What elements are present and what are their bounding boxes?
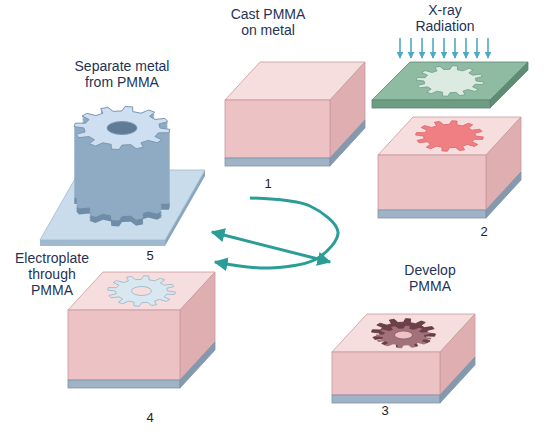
cavity-core bbox=[395, 331, 413, 339]
x-ray-beam bbox=[432, 38, 434, 58]
x-ray-beam bbox=[487, 38, 489, 58]
pmma-block bbox=[378, 117, 521, 218]
plated-gear-hole bbox=[132, 287, 152, 296]
metal-substrate-side bbox=[330, 120, 365, 166]
process-step: X-ray Radiation 2 bbox=[368, 2, 548, 252]
gear-body bbox=[74, 107, 170, 150]
x-ray-beam bbox=[410, 38, 412, 58]
block-side bbox=[490, 62, 528, 108]
metal-substrate bbox=[332, 395, 440, 403]
process-step: Separate metal from PMMA 5 bbox=[28, 54, 212, 268]
x-ray-beam bbox=[399, 38, 401, 58]
mask-gear-window bbox=[416, 66, 484, 97]
x-ray-beam bbox=[443, 38, 445, 58]
metal-substrate bbox=[68, 380, 180, 388]
process-step: Cast PMMA on metal 1 bbox=[215, 4, 375, 198]
pmma-block bbox=[68, 272, 215, 388]
gear-top bbox=[74, 106, 170, 149]
step-number: 5 bbox=[140, 248, 160, 263]
step-caption: X-ray Radiation bbox=[405, 2, 485, 34]
metal-substrate bbox=[378, 210, 486, 218]
block-front bbox=[332, 352, 440, 395]
process-arrow bbox=[215, 198, 338, 268]
x-ray-beam bbox=[465, 38, 467, 58]
block-front bbox=[378, 155, 486, 210]
step-number: 1 bbox=[258, 176, 278, 191]
metal-substrate-side bbox=[440, 357, 475, 403]
exposed-gear bbox=[416, 121, 484, 152]
block-top bbox=[372, 62, 528, 100]
step-caption: Electroplate through PMMA bbox=[8, 250, 96, 298]
block-front bbox=[372, 100, 490, 108]
process-arrow bbox=[212, 232, 330, 262]
block-front bbox=[225, 100, 330, 158]
step-number: 2 bbox=[474, 224, 494, 239]
cavity-floor bbox=[376, 326, 432, 348]
x-ray-mask bbox=[372, 62, 528, 108]
metal-substrate-side bbox=[180, 342, 215, 388]
x-ray-beam bbox=[454, 38, 456, 58]
x-ray-beam bbox=[421, 38, 423, 58]
process-step: Develop PMMA 3 bbox=[330, 260, 480, 425]
base-plate-edge bbox=[40, 240, 165, 246]
step-caption: Cast PMMA on metal bbox=[222, 6, 314, 38]
illustration-group bbox=[40, 38, 528, 403]
pmma-block bbox=[225, 62, 365, 166]
plated-gear bbox=[108, 276, 176, 307]
step-number: 4 bbox=[140, 410, 160, 425]
developed-cavity bbox=[372, 319, 436, 348]
step-caption: Separate metal from PMMA bbox=[67, 58, 177, 90]
x-ray-beam bbox=[476, 38, 478, 58]
metal-substrate bbox=[225, 158, 330, 166]
block-front bbox=[68, 310, 180, 380]
pmma-block bbox=[332, 314, 475, 403]
process-step: Electroplate through PMMA 4 bbox=[6, 248, 215, 430]
step-number: 3 bbox=[375, 403, 395, 418]
step-caption: Develop PMMA bbox=[395, 262, 465, 294]
gear-bore bbox=[107, 122, 137, 135]
metal-substrate-side bbox=[486, 172, 521, 218]
